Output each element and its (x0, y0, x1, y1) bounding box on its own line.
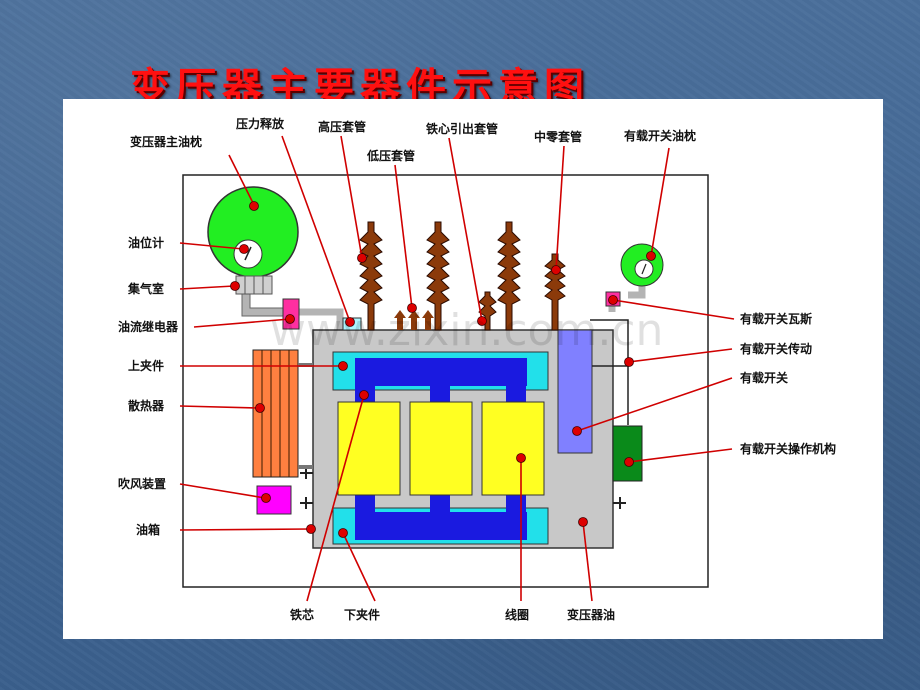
label-oltc-mechanism: 有载开关操作机构 (740, 441, 836, 456)
watermark: www.zixin.com.cn (270, 305, 663, 356)
label-lower-clamp: 下夹件 (344, 607, 380, 622)
label-oltc-drive: 有载开关传动 (740, 341, 812, 356)
label-pressure-relief: 压力释放 (236, 116, 285, 131)
radiator-fins (261, 350, 290, 477)
label-neutral-bushing: 中零套管 (534, 129, 582, 144)
label-oil-relay: 油流继电器 (118, 319, 179, 334)
diagram-frame (182, 174, 709, 588)
label-tank: 油箱 (136, 522, 160, 537)
label-gas-chamber: 集气室 (127, 281, 164, 296)
core-bottom-yoke (355, 512, 527, 540)
label-lv-bushing: 低压套管 (366, 148, 415, 163)
label-oltc: 有载开关 (740, 370, 788, 385)
label-radiator: 散热器 (128, 398, 165, 413)
leader-lines (179, 135, 735, 602)
label-hv-bushing: 高压套管 (318, 119, 366, 134)
coil-b (409, 401, 473, 496)
label-upper-clamp: 上夹件 (128, 358, 164, 373)
core-top-yoke (355, 358, 527, 386)
coil-a (337, 401, 401, 496)
coil-c (481, 401, 545, 496)
label-oltc-gas-relay: 有载开关瓦斯 (740, 311, 812, 326)
radiator (252, 349, 299, 478)
radiator-pipes (298, 363, 313, 469)
label-coil: 线圈 (505, 607, 529, 622)
label-oil-gauge: 油位计 (128, 235, 164, 250)
oltc-mechanism (612, 425, 643, 482)
label-main-conservator: 变压器主油枕 (130, 134, 202, 149)
label-transformer-oil: 变压器油 (567, 607, 615, 622)
hv-bushings (359, 221, 566, 331)
label-fan: 吹风装置 (118, 476, 166, 491)
label-oltc-conservator: 有载开关油枕 (624, 128, 696, 143)
label-core-bushing: 铁心引出套管 (426, 121, 498, 136)
label-core: 铁芯 (290, 607, 314, 622)
pointer-dots (230, 201, 656, 538)
lv-bushings (394, 310, 434, 330)
